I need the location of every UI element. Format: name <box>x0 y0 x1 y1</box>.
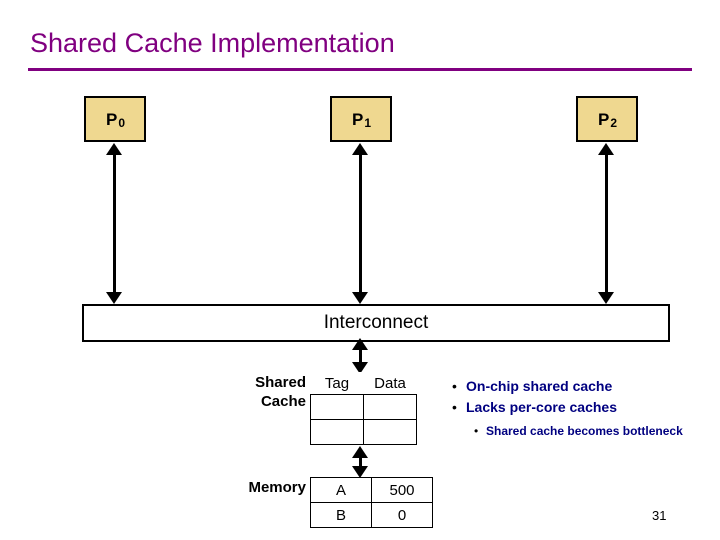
shared-cache-label-line2: Cache <box>260 392 306 410</box>
bullet-marker-icon: • <box>452 378 457 394</box>
table-header-row: Tag Data <box>310 372 417 395</box>
processor-label-p2: P <box>597 109 610 129</box>
bullet-marker-icon: • <box>474 424 479 438</box>
shared-cache-label-line1: Shared <box>255 374 306 391</box>
processor-subscript-p2: 2 <box>610 116 618 130</box>
table-row: A 500 <box>310 477 433 503</box>
processor-label-p0: P <box>105 109 118 129</box>
processor-subscript-p1: 1 <box>364 116 372 130</box>
cache-cell-data-1 <box>363 419 417 445</box>
shared-cache-table: Tag Data <box>310 372 417 445</box>
arrowhead-up-icon <box>352 143 368 155</box>
bullet-marker-icon: • <box>452 399 457 415</box>
bullet-item-2: • Lacks per-core caches <box>452 399 617 415</box>
connector-line <box>359 348 362 368</box>
cache-cell-tag-0 <box>310 394 364 420</box>
memory-cell-tag-0: A <box>310 477 372 503</box>
bullet-item-1: • On-chip shared cache <box>452 378 612 394</box>
bullet-text-1: On-chip shared cache <box>466 378 613 394</box>
arrowhead-down-icon <box>106 292 122 304</box>
table-row <box>310 394 417 420</box>
page-title: Shared Cache Implementation <box>30 28 395 58</box>
arrowhead-down-icon <box>352 292 368 304</box>
cache-cell-data-0 <box>363 394 417 420</box>
cache-cell-tag-1 <box>310 419 364 445</box>
arrowhead-down-icon <box>352 466 368 478</box>
arrowhead-down-icon <box>352 362 368 374</box>
arrowhead-up-icon <box>106 143 122 155</box>
connector-line <box>113 155 116 292</box>
bullet-text-2: Lacks per-core caches <box>466 399 617 415</box>
memory-cell-tag-1: B <box>310 502 372 528</box>
interconnect-label: Interconnect <box>323 312 429 333</box>
cache-header-data: Data <box>363 372 417 395</box>
bullet-item-3: • Shared cache becomes bottleneck <box>474 424 704 439</box>
table-row: B 0 <box>310 502 433 528</box>
interconnect-bar[interactable]: Interconnect <box>82 304 670 342</box>
arrowhead-up-icon <box>352 446 368 458</box>
arrowhead-down-icon <box>598 292 614 304</box>
processor-subscript-p0: 0 <box>118 116 126 130</box>
title-divider <box>28 68 692 71</box>
memory-cell-data-0: 500 <box>371 477 433 503</box>
arrowhead-up-icon <box>598 143 614 155</box>
memory-row-label: Memory <box>248 479 306 496</box>
memory-table: A 500 B 0 <box>310 477 433 528</box>
processor-label-p1: P <box>351 109 364 129</box>
cache-header-tag: Tag <box>310 372 364 395</box>
bullet-text-3: Shared cache becomes bottleneck <box>486 424 683 438</box>
memory-cell-data-1: 0 <box>371 502 433 528</box>
page-number: 31 <box>652 508 667 523</box>
arrowhead-up-icon <box>352 338 368 350</box>
table-row <box>310 419 417 445</box>
connector-line <box>359 155 362 292</box>
connector-line <box>359 456 362 470</box>
connector-line <box>605 155 608 292</box>
shared-cache-row-label: Shared Cache <box>196 374 306 412</box>
